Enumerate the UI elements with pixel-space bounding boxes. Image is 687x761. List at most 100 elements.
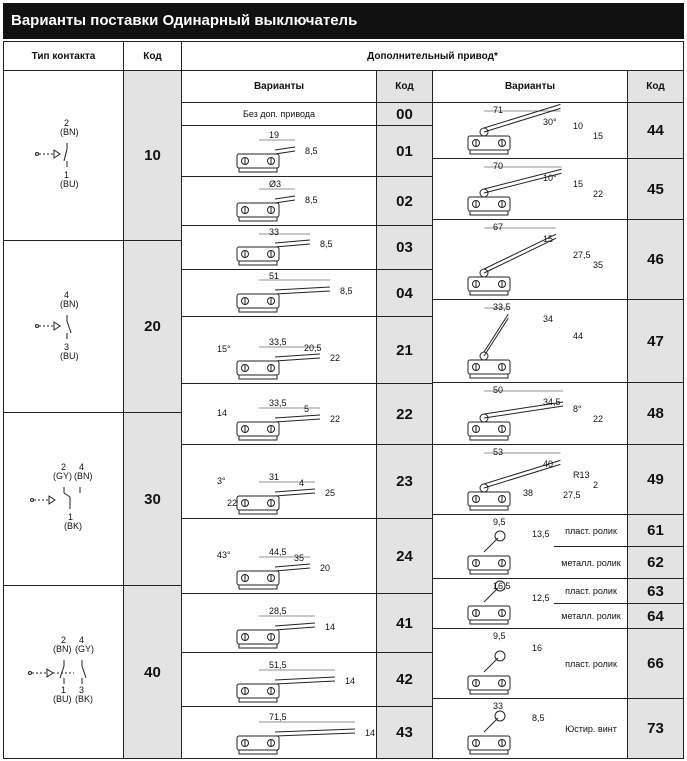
variant-drawing-cell: 71,5 14 xyxy=(182,707,376,758)
dimension-label: 67 xyxy=(493,222,504,232)
dimension-label: 27,5 xyxy=(563,489,581,500)
terminal-label: (BU) xyxy=(53,694,72,704)
actuator-drawing xyxy=(236,233,311,266)
dimension-label: 5 xyxy=(304,404,310,414)
actuator-drawing xyxy=(467,452,561,511)
dimension-label: 14 xyxy=(365,728,376,738)
roller-type-label: металл. ролик xyxy=(561,611,621,621)
variant-code: 73 xyxy=(628,699,683,758)
dimension-label: 14 xyxy=(217,408,228,418)
variant-code: 61 xyxy=(628,515,683,546)
dimension-label: 9,5 xyxy=(493,517,506,527)
terminal-label: (BN) xyxy=(53,644,72,654)
dimension-label: 33,5 xyxy=(269,337,287,347)
variant-code: 66 xyxy=(628,629,683,698)
dimension-label: 31 xyxy=(269,472,280,482)
actuator-drawing xyxy=(236,407,321,441)
terminal-label: 1 xyxy=(61,685,67,695)
dimension-label: 4 xyxy=(299,478,305,488)
dimension-label: 38 xyxy=(523,488,534,498)
dimension-label: 33 xyxy=(493,701,504,711)
dimension-label: Ø3 xyxy=(269,179,282,189)
dimension-label: 16 xyxy=(532,643,543,653)
actuator-drawing xyxy=(467,650,511,695)
dimension-label: R13 xyxy=(573,469,590,480)
actuator-drawing xyxy=(467,166,562,216)
dimension-label: 20 xyxy=(320,563,331,573)
dimension-label: 22 xyxy=(227,498,238,508)
variant-code: 48 xyxy=(628,383,683,444)
dimension-label: 34,5 xyxy=(543,397,561,407)
dimension-label: 19 xyxy=(269,130,280,140)
dimension-label: 8,5 xyxy=(532,713,545,723)
dimension-label: 8,5 xyxy=(305,146,318,156)
contact-code-10: 10 xyxy=(124,71,181,240)
dimension-label: 71 xyxy=(493,105,504,115)
terminal-label: (GY) xyxy=(53,471,72,481)
variant-code: 62 xyxy=(628,547,683,578)
variant-code: 23 xyxy=(377,445,432,518)
dimension-label: 30° xyxy=(543,117,557,127)
dimension-label: 16,5 xyxy=(493,581,511,591)
terminal-label: (BN) xyxy=(74,471,93,481)
terminal-label: (BU) xyxy=(60,351,79,361)
actuator-drawing xyxy=(236,556,311,590)
dimension-label: 70 xyxy=(493,161,504,171)
terminal-label: (BU) xyxy=(60,179,79,189)
terminal-label: 1 xyxy=(68,512,74,522)
dimension-label: 8° xyxy=(573,403,582,414)
roller-type-label: пласт. ролик xyxy=(565,658,617,669)
actuator-drawing xyxy=(236,481,316,515)
dimension-label: 8,5 xyxy=(340,286,353,296)
dimension-label: 22 xyxy=(593,413,604,424)
dimension-label: 9,5 xyxy=(493,631,506,641)
terminal-label: 2 xyxy=(61,462,67,472)
dimension-label: 51 xyxy=(269,271,280,281)
header-code-right: Код xyxy=(628,71,683,102)
dimension-label: 14 xyxy=(325,622,336,632)
dimension-label: 53 xyxy=(493,447,504,457)
dimension-label: 25 xyxy=(325,488,336,498)
variant-code: 00 xyxy=(377,103,432,125)
dimension-label: 15 xyxy=(543,234,554,244)
variant-drawing-cell: 50 34,5 8° 22 xyxy=(433,383,627,444)
dimension-label: 15° xyxy=(217,344,231,354)
no-drive-label: Без доп. привода xyxy=(242,109,316,119)
dimension-label: 10° xyxy=(543,173,557,183)
variant-code: 03 xyxy=(377,226,432,269)
variant-code: 46 xyxy=(628,220,683,299)
terminal-label: 4 xyxy=(79,635,85,645)
variant-code: 01 xyxy=(377,126,432,176)
roller-type-label: пласт. ролик xyxy=(565,525,617,536)
dimension-label: 50 xyxy=(493,385,504,395)
variant-code: 49 xyxy=(628,445,683,514)
dimension-label: 40 xyxy=(543,459,554,469)
header-code-left: Код xyxy=(377,71,432,102)
actuator-drawing xyxy=(467,710,511,755)
contact-symbol-10: 2 (BN) 1 (BU) xyxy=(4,71,123,240)
variant-code: 45 xyxy=(628,159,683,219)
header-contact-type: Тип контакта xyxy=(31,50,96,62)
dimension-label: 43° xyxy=(217,550,231,560)
contact-schematic xyxy=(35,143,68,167)
dimension-label: 14 xyxy=(345,676,356,686)
page-title: Варианты поставки Одинарный выключатель xyxy=(3,3,684,39)
terminal-label: 2 xyxy=(64,118,70,128)
variant-code: 47 xyxy=(628,300,683,382)
variant-drawing-cell: 16,5 12,5 xyxy=(433,579,554,628)
dimension-label: 27,5 xyxy=(573,249,591,260)
actuator-drawing xyxy=(236,721,356,755)
dimension-label: 71,5 xyxy=(269,712,287,722)
dimension-label: 22 xyxy=(593,189,604,199)
actuator-drawing xyxy=(236,615,316,649)
dimension-label: 12,5 xyxy=(532,593,550,603)
contact-symbol-40: 2 4 (BN) (GY) 1 3 (BU) (BK) xyxy=(4,586,123,758)
